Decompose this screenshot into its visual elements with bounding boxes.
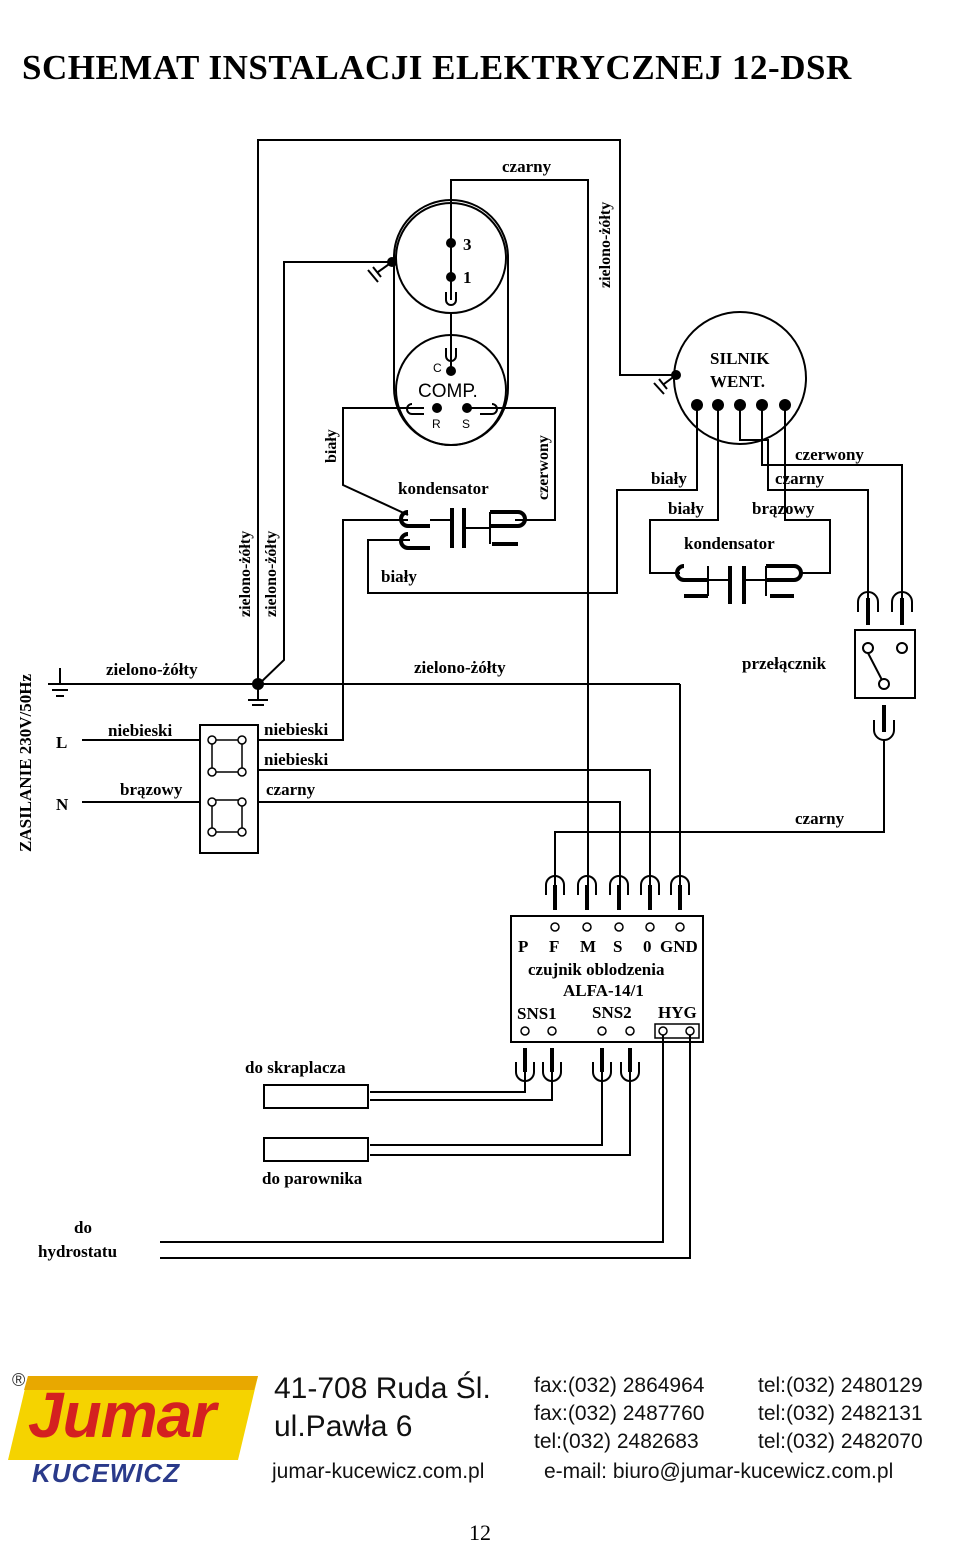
hydrostat-label-2: hydrostatu bbox=[38, 1242, 117, 1261]
switch bbox=[854, 591, 916, 741]
comp-pin-c: C bbox=[433, 361, 442, 375]
controller-pin-p: P bbox=[518, 937, 528, 956]
comp-pin-3: 3 bbox=[463, 235, 472, 254]
wire-label-czarny-switch: czarny bbox=[795, 809, 845, 828]
fax-2: fax:(032) 2487760 bbox=[534, 1402, 705, 1425]
controller: P F M S 0 GND czujnik oblodzenia ALFA-14… bbox=[510, 875, 704, 1082]
controller-hyg: HYG bbox=[658, 1003, 697, 1022]
wire-label-czerwony-comp: czerwony bbox=[535, 435, 552, 500]
tel-2: tel:(032) 2480129 bbox=[758, 1374, 923, 1397]
controller-sns1: SNS1 bbox=[517, 1004, 557, 1023]
wire-label-bialy-cap: biały bbox=[381, 567, 417, 586]
wire-label-niebieski-out1: niebieski bbox=[264, 720, 329, 739]
fan-motor-line2: WENT. bbox=[710, 372, 765, 391]
wire-label-zolty-v1: zielono-żółty bbox=[237, 531, 254, 617]
footer: ® Jumar KUCEWICZ 41-708 Ruda Śl. ul.Pawł… bbox=[0, 1360, 960, 1500]
tel-1: tel:(032) 2482683 bbox=[534, 1430, 699, 1453]
page-title: SCHEMAT INSTALACJI ELEKTRYCZNEJ 12-DSR bbox=[22, 48, 852, 87]
fan-motor-line1: SILNIK bbox=[710, 349, 770, 368]
wiring-diagram: 3 1 C COMP. R S SILNIK WENT. bbox=[16, 139, 916, 1261]
wire-label-niebieski-out2: niebieski bbox=[264, 750, 329, 769]
address-line-1: 41-708 Ruda Śl. bbox=[274, 1372, 491, 1405]
sensors: do skraplacza do parownika do hydrostatu bbox=[38, 1058, 369, 1261]
wire-label-niebieski-in: niebieski bbox=[108, 721, 173, 740]
wire-label-brazowy-in: brązowy bbox=[120, 780, 183, 799]
logo-mark: ® bbox=[12, 1370, 26, 1390]
fan-motor: SILNIK WENT. bbox=[653, 311, 807, 445]
wire-label-zolty-ground-left: zielono-żółty bbox=[106, 660, 198, 679]
wire-label-bialy-fan2: biały bbox=[668, 499, 704, 518]
tel-3: tel:(032) 2482131 bbox=[758, 1402, 923, 1425]
wire-label-czarny-fan: czarny bbox=[775, 469, 825, 488]
controller-pin-s: S bbox=[613, 937, 622, 956]
logo-subtext: KUCEWICZ bbox=[32, 1458, 181, 1488]
wire-label-bialy-fan1: biały bbox=[651, 469, 687, 488]
sensor-parownik-label: do parownika bbox=[262, 1169, 363, 1188]
wire-label-zolty-v2: zielono-żółty bbox=[263, 531, 280, 617]
comp-pin-1: 1 bbox=[463, 268, 472, 287]
comp-label: COMP. bbox=[418, 381, 478, 402]
controller-model: ALFA-14/1 bbox=[563, 981, 644, 1000]
power-label: ZASILANIE 230V/50Hz bbox=[16, 673, 35, 852]
address-line-2: ul.Pawła 6 bbox=[274, 1410, 413, 1443]
terminal-n: N bbox=[56, 795, 69, 814]
capacitor1-label: kondensator bbox=[398, 479, 489, 498]
compressor: 3 1 C COMP. R S bbox=[367, 199, 509, 446]
wire-label-czerwony-fan: czerwony bbox=[795, 445, 864, 464]
sensor-skraplacz-label: do skraplacza bbox=[245, 1058, 346, 1077]
switch-label: przełącznik bbox=[742, 654, 827, 673]
wire-label-zolty-top: zielono-żółty bbox=[597, 202, 614, 288]
controller-sns2: SNS2 bbox=[592, 1003, 632, 1022]
controller-connectors bbox=[545, 875, 690, 910]
page-number: 12 bbox=[469, 1520, 491, 1545]
wire-labels: czarny zielono-żółty biały czerwony kond… bbox=[106, 157, 864, 828]
wire-label-czarny-top: czarny bbox=[502, 157, 552, 176]
company-logo: ® Jumar KUCEWICZ bbox=[8, 1368, 260, 1488]
controller-pin-f: F bbox=[549, 937, 559, 956]
controller-title: czujnik oblodzenia bbox=[528, 960, 665, 979]
wires bbox=[60, 139, 903, 1259]
controller-pin-m: M bbox=[580, 937, 596, 956]
email: e-mail: biuro@jumar-kucewicz.com.pl bbox=[544, 1460, 894, 1483]
capacitor-compressor bbox=[399, 508, 527, 550]
logo-text: Jumar bbox=[28, 1379, 216, 1451]
website: jumar-kucewicz.com.pl bbox=[272, 1460, 485, 1483]
capacitor2-label: kondensator bbox=[684, 534, 775, 553]
power-input: ZASILANIE 230V/50Hz L N bbox=[16, 668, 268, 854]
comp-pin-r: R bbox=[432, 417, 441, 431]
logo-graphic bbox=[8, 1376, 258, 1460]
fax-1: fax:(032) 2864964 bbox=[534, 1374, 705, 1397]
tel-4: tel:(032) 2482070 bbox=[758, 1430, 923, 1453]
hydrostat-label-1: do bbox=[74, 1218, 92, 1237]
wire-label-zolty-ground-mid: zielono-żółty bbox=[414, 658, 506, 677]
controller-pin-0: 0 bbox=[643, 937, 652, 956]
capacitor-fan bbox=[675, 564, 803, 604]
terminal-l: L bbox=[56, 733, 67, 752]
controller-pin-gnd: GND bbox=[660, 937, 698, 956]
comp-pin-s: S bbox=[462, 417, 470, 431]
wire-label-bialy-left: biały bbox=[323, 429, 340, 463]
wire-label-czarny-out: czarny bbox=[266, 780, 316, 799]
wire-label-brazowy-fan: brązowy bbox=[752, 499, 815, 518]
